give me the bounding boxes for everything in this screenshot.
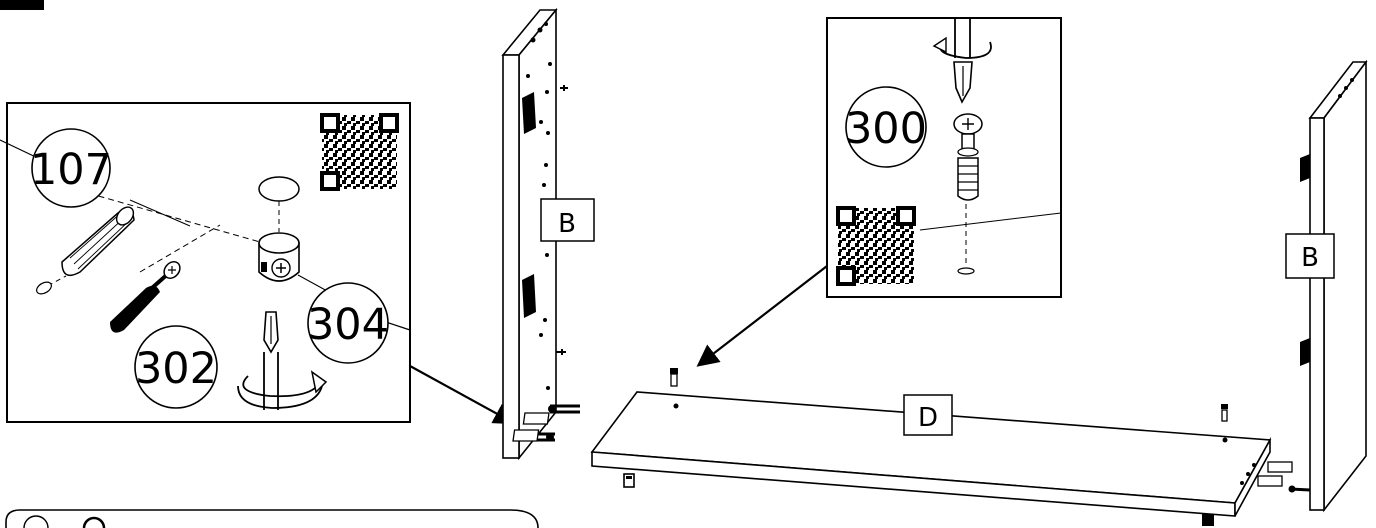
callout-302: 302: [134, 325, 218, 409]
dowel-pair-right: [1257, 461, 1311, 493]
pointer-arrow-right: [696, 265, 828, 367]
callout-304: 304: [307, 282, 389, 364]
foot-right: [1202, 514, 1214, 526]
dowel-107-drawing: [36, 206, 135, 295]
rotation-arrow-icon: [237, 370, 328, 409]
screwdriver-icon-right: [932, 19, 992, 104]
detail-inset-right: 300: [826, 17, 1062, 298]
part-number-107: 107: [30, 145, 112, 195]
bottom-panel: D: [590, 368, 1311, 526]
pointer-arrow-left: [409, 365, 516, 425]
detail-inset-left: 107 302 304: [0, 102, 411, 423]
qr-code-icon-right: [836, 206, 916, 286]
qr-code-icon: [320, 113, 399, 191]
side-panel-right: B: [1285, 59, 1368, 513]
part-number-304: 304: [307, 300, 389, 350]
screw-302-drawing: [110, 261, 181, 333]
screwdriver-icon: [263, 311, 279, 410]
callout-300: 300: [845, 86, 927, 168]
side-panel-left: B: [501, 7, 595, 461]
cam-screw-300-drawing: [953, 113, 983, 275]
dowel-pair-left: [512, 412, 550, 442]
info-box-partial: [5, 509, 539, 528]
panel-label-b-right: B: [1301, 243, 1319, 273]
panel-label-b-left: B: [558, 209, 576, 239]
cam-screw-small-right: [1221, 404, 1228, 422]
foot-left: [623, 473, 635, 488]
corner-tab: [0, 0, 44, 10]
part-number-300: 300: [845, 104, 927, 154]
cam-screw-small-left: [670, 368, 678, 387]
part-number-302: 302: [135, 344, 217, 394]
panel-label-d: D: [918, 403, 938, 433]
cam-lock-304-drawing: [258, 176, 300, 282]
callout-107: 107: [30, 128, 112, 208]
